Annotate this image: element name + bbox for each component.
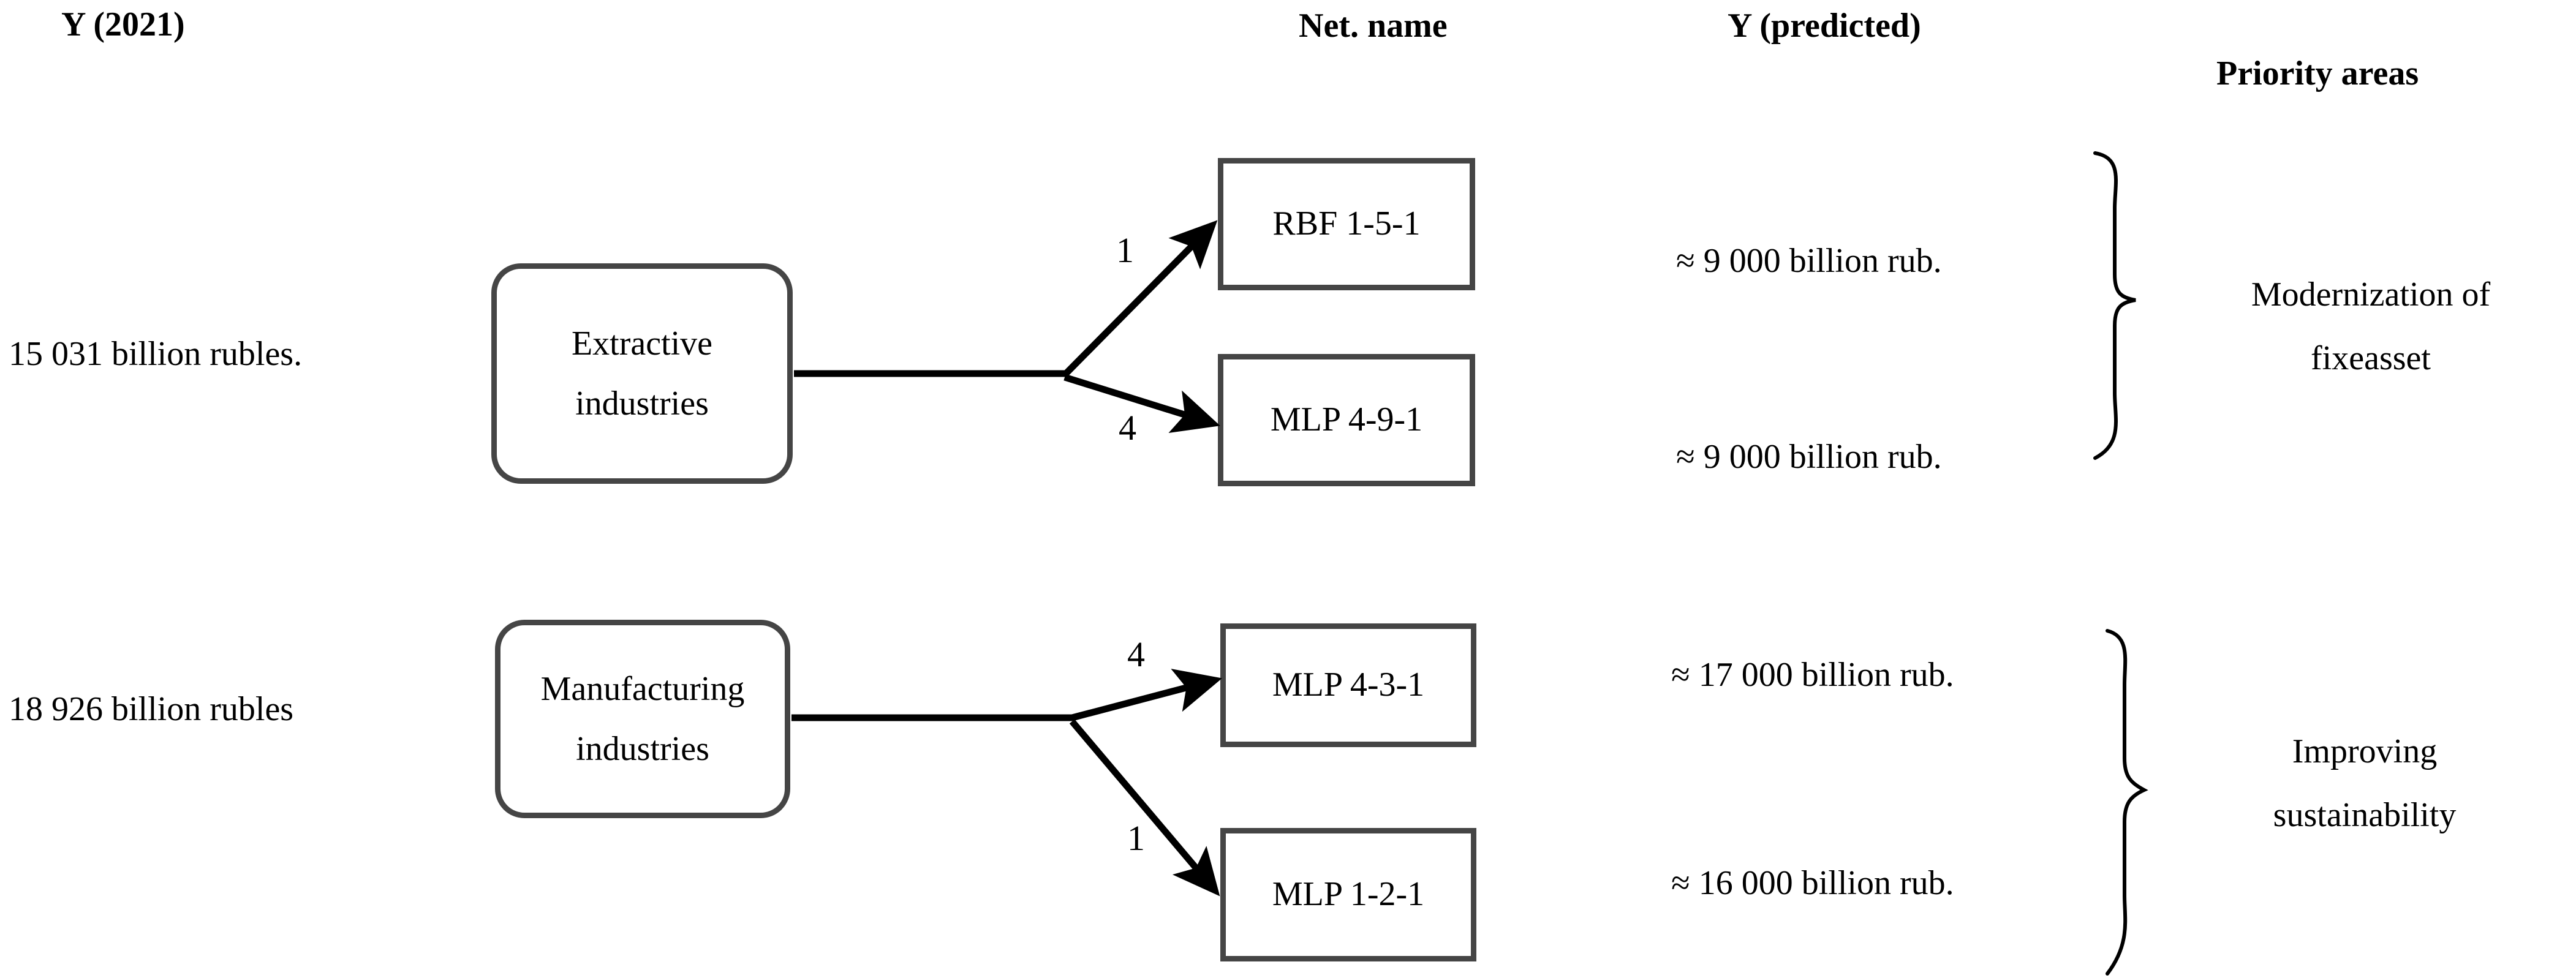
priority-area-sustainability-line2: sustainability bbox=[2273, 796, 2457, 834]
net-box-mlp-4-9-1[interactable]: MLP 4-9-1 bbox=[1218, 354, 1475, 486]
column-header-y-actual: Y (2021) bbox=[61, 6, 185, 43]
predicted-value-mlp-4-9-1: ≈ 9 000 billion rub. bbox=[1676, 438, 1942, 476]
brace-sustainability bbox=[2106, 629, 2148, 976]
column-header-net-name: Net. name bbox=[1299, 7, 1448, 45]
predicted-value-rbf-1-5-1: ≈ 9 000 billion rub. bbox=[1676, 242, 1942, 280]
actual-value-extractive: 15 031 billion rubles. bbox=[9, 335, 303, 373]
source-box-manufacturing-label: Manufacturing industries bbox=[530, 659, 756, 779]
net-box-rbf-1-5-1[interactable]: RBF 1-5-1 bbox=[1218, 158, 1475, 290]
edge-weight-manufacturing-branch-1: 4 bbox=[1127, 634, 1145, 674]
arrow-extractive-to-mlp-4-9-1 bbox=[1063, 374, 1220, 433]
priority-area-sustainability: Improving sustainability bbox=[2156, 720, 2573, 847]
source-box-manufacturing[interactable]: Manufacturing industries bbox=[495, 620, 790, 818]
priority-area-modernization-line1: Modernization of bbox=[2251, 276, 2491, 314]
source-box-manufacturing-line1: Manufacturing bbox=[540, 670, 745, 708]
net-box-mlp-4-9-1-label: MLP 4-9-1 bbox=[1270, 401, 1423, 439]
net-box-mlp-1-2-1-label: MLP 1-2-1 bbox=[1272, 875, 1425, 914]
priority-area-modernization-line2: fixeasset bbox=[2311, 339, 2431, 377]
actual-value-manufacturing: 18 926 billion rubles bbox=[9, 690, 294, 728]
edge-weight-extractive-branch-1: 1 bbox=[1116, 230, 1134, 270]
net-box-rbf-1-5-1-label: RBF 1-5-1 bbox=[1272, 205, 1421, 243]
column-header-priority-areas: Priority areas bbox=[2216, 55, 2419, 92]
net-box-mlp-4-3-1[interactable]: MLP 4-3-1 bbox=[1220, 623, 1476, 747]
net-box-mlp-4-3-1-label: MLP 4-3-1 bbox=[1272, 666, 1425, 704]
source-box-manufacturing-line2: industries bbox=[576, 730, 709, 768]
arrow-extractive-to-rbf bbox=[794, 220, 1218, 377]
priority-area-modernization: Modernization of fixeasset bbox=[2169, 263, 2573, 390]
source-box-extractive-label: Extractive industries bbox=[571, 325, 713, 423]
edge-weight-manufacturing-branch-2: 1 bbox=[1127, 818, 1145, 858]
net-box-mlp-1-2-1[interactable]: MLP 1-2-1 bbox=[1220, 828, 1476, 961]
predicted-value-mlp-1-2-1: ≈ 16 000 billion rub. bbox=[1671, 864, 1954, 902]
predicted-value-mlp-4-3-1: ≈ 17 000 billion rub. bbox=[1671, 656, 1954, 694]
arrow-manufacturing-to-mlp-1-2-1 bbox=[1069, 719, 1220, 897]
arrow-manufacturing-to-mlp-4-3-1 bbox=[791, 669, 1223, 721]
priority-area-sustainability-line1: Improving bbox=[2292, 732, 2438, 770]
source-box-extractive[interactable]: Extractive industries bbox=[491, 263, 793, 484]
brace-modernization bbox=[2093, 151, 2136, 460]
edge-weight-extractive-branch-2: 4 bbox=[1119, 408, 1136, 448]
column-header-y-predicted: Y (predicted) bbox=[1728, 7, 1921, 45]
